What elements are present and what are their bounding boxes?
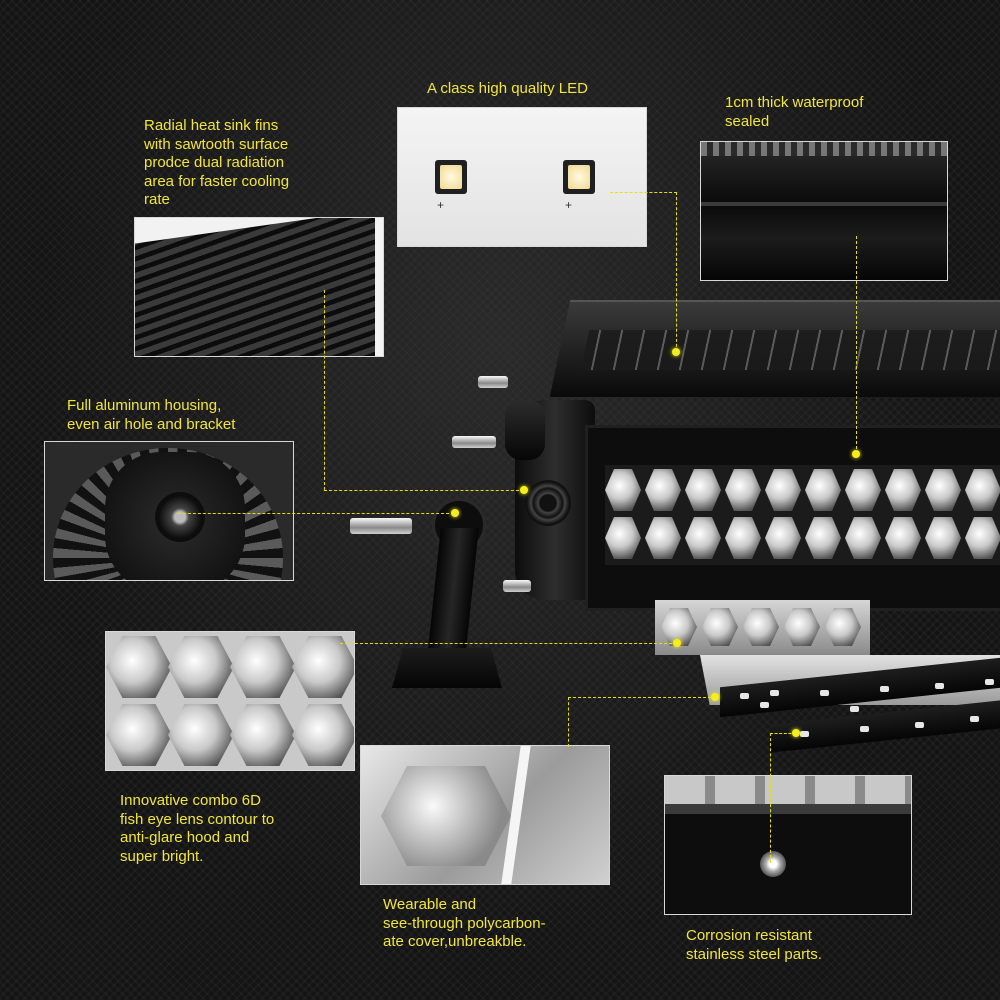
bar-lens-array (605, 465, 1000, 565)
lens-reflector (965, 517, 1000, 559)
lens-reflector (230, 636, 296, 698)
led-chip-right (563, 160, 595, 194)
mounting-bracket (392, 498, 502, 688)
lens-reflector (168, 636, 234, 698)
lens-reflector (685, 469, 721, 511)
lens-reflector (685, 517, 721, 559)
lens-reflector (825, 608, 861, 646)
leader-cover-dot (711, 693, 719, 701)
lens-reflector (292, 704, 354, 766)
lens-reflector (965, 469, 1000, 511)
leader-steel-h (770, 733, 796, 734)
lens-reflector (725, 469, 761, 511)
bar-top-led-strip (580, 330, 1000, 370)
lens-reflector (292, 636, 354, 698)
led-detail-panel: + + (397, 107, 647, 247)
strip-screw (850, 706, 859, 712)
lens-reflector (725, 517, 761, 559)
caption-lens: Innovative combo 6D fish eye lens contou… (120, 792, 275, 865)
cover-detail-panel (360, 745, 610, 885)
lens-reflector (784, 608, 820, 646)
screw-4 (503, 580, 531, 592)
lens-reflector (805, 469, 841, 511)
heatsink-detail-panel (134, 217, 384, 357)
leader-heatsink-h (324, 490, 524, 491)
led-plus-right: + (565, 198, 573, 212)
strip-screw (820, 690, 829, 696)
strip-screw (970, 716, 979, 722)
leader-steel-v (770, 733, 771, 863)
strip-screw (935, 683, 944, 689)
led-plus-left: + (437, 198, 445, 212)
steel-screw-icon (760, 851, 786, 877)
lens-reflector (925, 517, 961, 559)
lens-reflector (605, 469, 641, 511)
caption-cover: Wearable and see-through polycarbon- ate… (383, 896, 546, 950)
screw-3 (350, 518, 412, 534)
lens-reflector (845, 517, 881, 559)
strip-screw (740, 693, 749, 699)
caption-steel: Corrosion resistant stainless steel part… (686, 927, 822, 963)
lens-reflector (765, 469, 801, 511)
bar-end-cap-vent (525, 480, 571, 526)
lens-detail-panel (105, 631, 355, 771)
strip-screw (800, 731, 809, 737)
strip-screw (860, 726, 869, 732)
housing-detail-panel (44, 441, 294, 581)
strip-screw (985, 679, 994, 685)
strip-screw (915, 722, 924, 728)
leader-led-h (610, 192, 677, 193)
lens-reflector (925, 469, 961, 511)
leader-housing-h (178, 513, 454, 514)
lens-reflector (885, 517, 921, 559)
caption-housing: Full aluminum housing, even air hole and… (67, 397, 236, 433)
lens-reflector (106, 704, 172, 766)
caption-heatsink: Radial heat sink fins with sawtooth surf… (144, 117, 290, 208)
leader-cover-v (568, 697, 569, 747)
lens-reflector (845, 469, 881, 511)
screw-2 (452, 436, 496, 448)
lens-reflector (645, 517, 681, 559)
leader-led-dot (672, 348, 680, 356)
screw-1 (478, 376, 508, 388)
lens-reflector (168, 704, 234, 766)
led-chip-left (435, 160, 467, 194)
strip-screw (760, 702, 769, 708)
strip-screw (880, 686, 889, 692)
leader-cover-h (568, 697, 716, 698)
lens-reflector (645, 469, 681, 511)
waterproof-detail-panel (700, 141, 948, 281)
lens-reflector (702, 608, 738, 646)
leader-lens-dot (673, 639, 681, 647)
bar-mount-knob (505, 400, 545, 460)
lens-reflector (106, 636, 172, 698)
leader-lens-h (340, 643, 677, 644)
lens-reflector (230, 704, 296, 766)
caption-waterproof: 1cm thick waterproof sealed (725, 94, 864, 130)
lens-reflector (805, 517, 841, 559)
lens-reflector (743, 608, 779, 646)
leader-waterproof-v (856, 236, 857, 454)
leader-heatsink-v (324, 290, 325, 490)
leader-heatsink-dot (520, 486, 528, 494)
leader-housing-dot (451, 509, 459, 517)
leader-led-v (676, 192, 677, 352)
leader-waterproof-dot (852, 450, 860, 458)
leader-steel-dot (792, 729, 800, 737)
lens-reflector (605, 517, 641, 559)
steel-detail-panel (664, 775, 912, 915)
lens-reflector (765, 517, 801, 559)
lens-reflector (885, 469, 921, 511)
exploded-lens-cover (655, 600, 870, 655)
caption-led: A class high quality LED (427, 80, 588, 97)
strip-screw (770, 690, 779, 696)
